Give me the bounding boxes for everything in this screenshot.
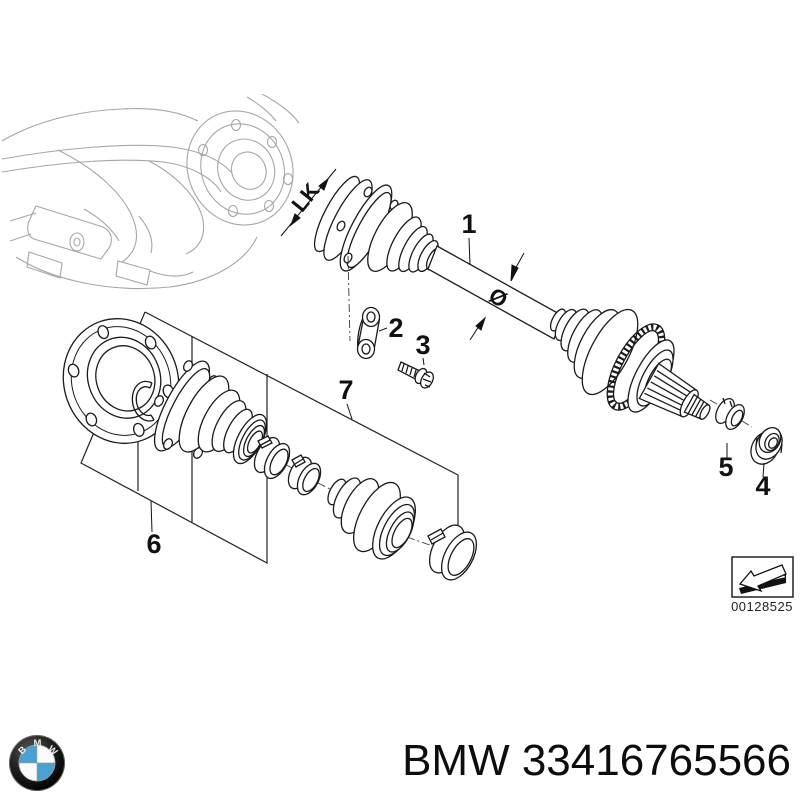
- callout-1-label: 1: [461, 209, 476, 239]
- direction-arrow-icon: [738, 564, 787, 593]
- callout-3: 3: [415, 330, 431, 366]
- differential-housing-drawing: [1, 93, 300, 290]
- bolt: [397, 361, 434, 389]
- bmw-letter-m: M: [33, 738, 41, 749]
- boot-clamp-small-2: [287, 454, 322, 496]
- callout-5-label: 5: [718, 452, 733, 482]
- callout-2: 2: [378, 313, 404, 343]
- inboard-cv-joint: [313, 175, 443, 273]
- callout-5: 5: [718, 443, 734, 482]
- stamp-number: 00128525: [731, 599, 793, 614]
- callout-7-label: 7: [338, 375, 353, 405]
- splined-stub-shaft: [638, 362, 711, 420]
- bracket-alignment-dash: [347, 255, 351, 342]
- box-top-edge: [144, 311, 459, 476]
- bmw-quadrant-bottom-left: [18, 762, 38, 782]
- callout-6-label: 6: [146, 529, 161, 559]
- axle-shaft-assembly: [313, 175, 783, 465]
- circlip: [131, 380, 155, 422]
- callout-2-label: 2: [388, 313, 403, 343]
- callout-6: 6: [146, 500, 162, 559]
- callouts: 1 2 3 4 5 6 7: [146, 209, 770, 559]
- inner-cv-joint: [153, 360, 268, 465]
- link-bracket: [356, 306, 381, 360]
- callout-4-label: 4: [755, 471, 770, 501]
- direction-arrow-shadow: [739, 577, 786, 594]
- callout-1: 1: [461, 209, 477, 266]
- outboard-cv-joint: [549, 308, 675, 413]
- cv-boot: [327, 477, 416, 560]
- callout-3-label: 3: [415, 330, 430, 360]
- lk-arrowhead-lower: [289, 213, 301, 227]
- exploded-parts: [62, 318, 478, 581]
- boot-clamp-small-1: [253, 435, 291, 480]
- callout-4: 4: [755, 462, 771, 501]
- axle-shaft: [427, 245, 564, 340]
- part-footer: B M W BMW 33416765566: [9, 735, 791, 791]
- boot-clamp-large: [427, 524, 478, 581]
- collar-nut: [750, 426, 783, 465]
- stamp: 00128525: [731, 556, 794, 614]
- part-number-text: BMW 33416765566: [402, 736, 791, 785]
- output-flange: [62, 318, 180, 444]
- callout-7: 7: [338, 375, 354, 420]
- bmw-logo: B M W: [9, 735, 65, 791]
- lk-arrowhead-upper: [318, 177, 330, 191]
- lock-ring: [715, 397, 745, 431]
